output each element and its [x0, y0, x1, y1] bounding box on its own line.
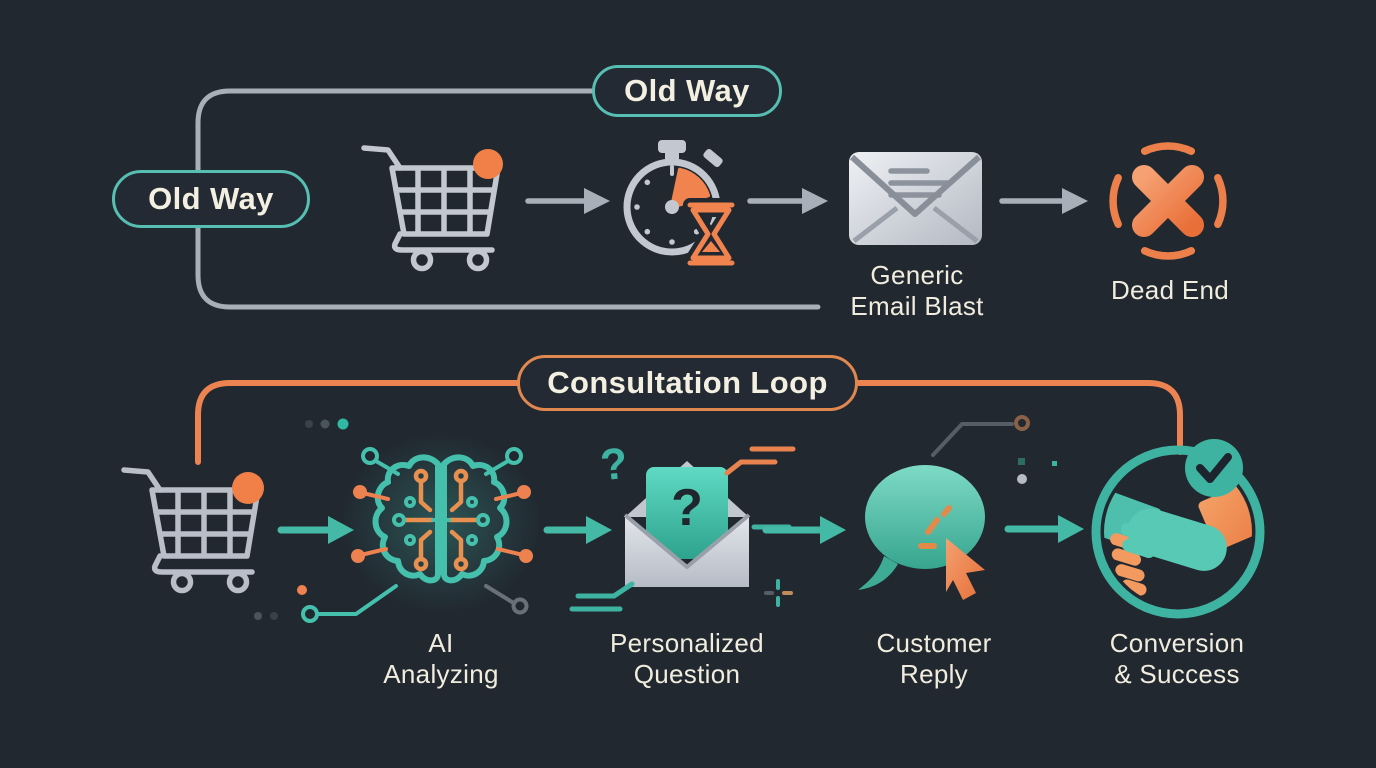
abandoned-cart-icon: [121, 467, 264, 594]
circuit-nodes: [301, 447, 533, 623]
arrow-right-icon: [543, 516, 612, 544]
hourglass-icon: [683, 198, 739, 270]
abandoned-cart-icon: [361, 145, 503, 272]
conversion-success-label: Conversion & Success: [1109, 628, 1245, 689]
customer-reply-icon: [858, 415, 1057, 600]
arrow-right-icon: [762, 516, 846, 544]
cart-alert-dot: [473, 149, 503, 179]
personalized-question-icon: [623, 461, 751, 587]
loop-line-left: [195, 380, 521, 465]
cursor-icon: [946, 538, 985, 600]
dead-end-icon: [1109, 142, 1227, 260]
loop-line-right: [855, 380, 1183, 455]
customer-reply-label: Customer Reply: [876, 628, 992, 689]
arrow-right-icon: [525, 188, 610, 214]
consultation-loop-badge: Consultation Loop: [517, 355, 858, 411]
generic-email-label: Generic Email Blast: [850, 260, 984, 321]
arrow-right-icon: [1004, 515, 1084, 543]
decorative-dots: [254, 418, 349, 620]
floating-question-mark: ?: [598, 438, 630, 491]
dead-end-label: Dead End: [1110, 275, 1230, 305]
generic-email-icon: [849, 152, 982, 245]
arrow-right-icon: [277, 516, 354, 544]
old-way-top-badge: Old Way: [592, 65, 782, 117]
card-question-mark: ?: [671, 479, 703, 537]
personalized-question-label: Personalized Question: [610, 628, 764, 689]
cart-alert-dot: [232, 472, 264, 504]
conversion-handshake-icon: [1091, 439, 1265, 619]
ai-brain-icon: [372, 454, 510, 584]
timer-wedge: [670, 167, 711, 209]
question-decorations: [569, 446, 796, 612]
ai-analyzing-label: AI Analyzing: [383, 628, 499, 689]
arrow-right-icon: [747, 188, 828, 214]
arrow-right-icon: [999, 188, 1088, 214]
old-way-side-badge: Old Way: [112, 170, 310, 228]
